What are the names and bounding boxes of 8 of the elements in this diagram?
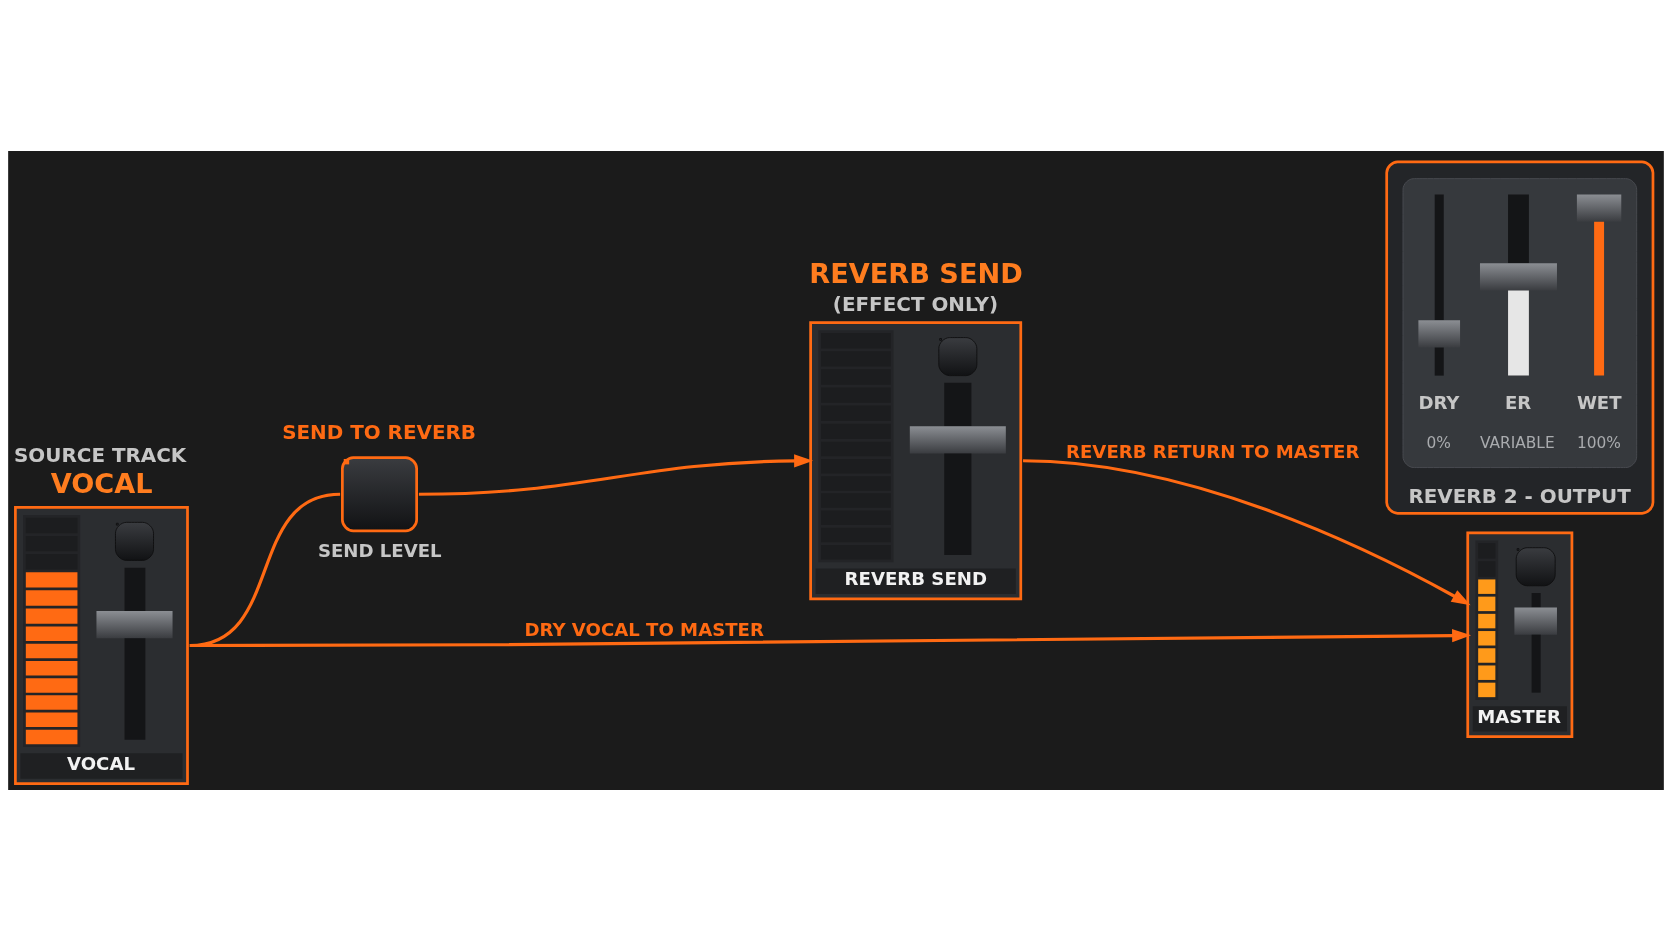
node-label: (EFFECT ONLY) bbox=[832, 292, 999, 316]
edge-label: REVERB RETURN TO MASTER bbox=[1066, 441, 1360, 463]
node-label: SOURCE TRACK bbox=[14, 444, 187, 468]
node-label: SEND LEVEL bbox=[317, 539, 442, 561]
node-label: SEND TO REVERB bbox=[282, 420, 477, 444]
node-label: REVERB SEND bbox=[809, 258, 1023, 290]
node-label: VOCAL bbox=[50, 468, 153, 500]
edge-label: DRY VOCAL TO MASTER bbox=[524, 619, 764, 641]
